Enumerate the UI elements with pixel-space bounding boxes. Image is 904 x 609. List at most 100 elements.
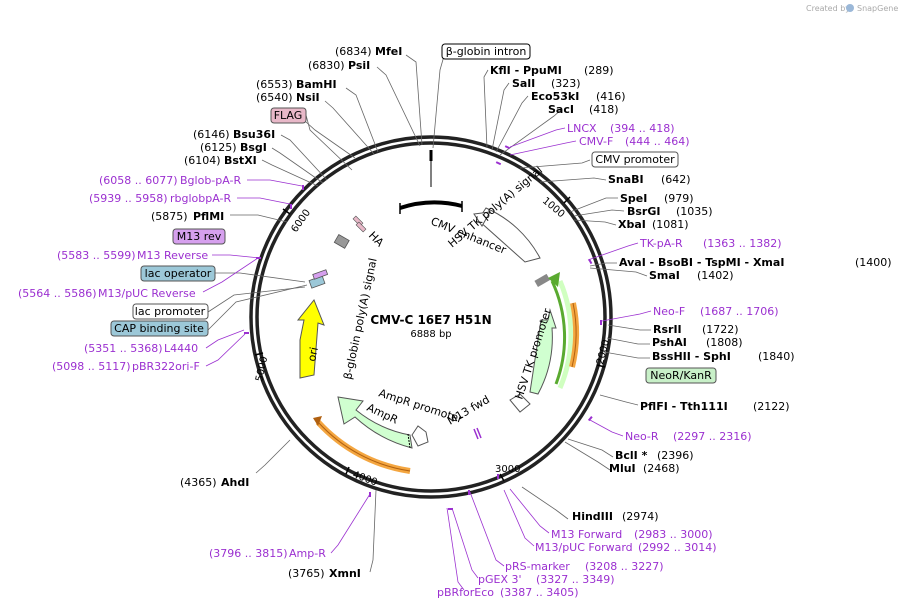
svg-text:lac operator: lac operator <box>145 267 212 280</box>
svg-text:(6553): (6553) <box>256 78 293 91</box>
svg-text:(444 .. 464): (444 .. 464) <box>625 135 690 148</box>
svg-text:NsiI: NsiI <box>296 91 320 104</box>
svg-text:pGEX 3': pGEX 3' <box>478 573 522 586</box>
feature-box-m13-rev: M13 rev <box>172 228 226 245</box>
tick-5000: 5000 <box>254 352 270 383</box>
svg-text:(3765): (3765) <box>288 567 325 580</box>
svg-text:MluI: MluI <box>609 462 636 475</box>
svg-text:M13/pUC Reverse: M13/pUC Reverse <box>98 287 196 300</box>
primer-leader-lines <box>202 127 652 591</box>
svg-text:XbaI: XbaI <box>618 218 646 231</box>
svg-text:BsrGI: BsrGI <box>627 205 660 218</box>
ha-label: HA <box>366 229 387 250</box>
backbone-inner <box>255 141 607 493</box>
svg-text:Eco53kI: Eco53kI <box>531 90 579 103</box>
svg-text:M13/pUC Forward: M13/pUC Forward <box>535 541 633 554</box>
ampr-promoter-arrow <box>411 425 429 447</box>
feature-box-cmv-promoter: CMV promoter <box>591 151 679 168</box>
svg-text:(4365): (4365) <box>180 476 217 489</box>
feature-box-lac-operator: lac operator <box>140 265 216 282</box>
ori-arrow <box>296 299 325 379</box>
svg-text:(1840): (1840) <box>758 350 795 363</box>
svg-text:RsrII: RsrII <box>653 323 682 336</box>
svg-text:(6830): (6830) <box>308 59 345 72</box>
svg-text:(5098 .. 5117): (5098 .. 5117) <box>52 360 131 373</box>
ori-label: ori <box>305 346 321 363</box>
orange-arc-bottom <box>315 419 411 474</box>
feature-box-cap-binding-site: CAP binding site <box>110 320 209 337</box>
restriction-sites: (6834) MfeI (6830) PsiI (6553) BamHI (65… <box>151 45 892 580</box>
svg-text:(6125): (6125) <box>200 141 237 154</box>
svg-text:BstXI: BstXI <box>224 154 257 167</box>
svg-text:(5583 .. 5599): (5583 .. 5599) <box>57 249 136 262</box>
svg-text:AhdI: AhdI <box>221 476 249 489</box>
svg-text:(416): (416) <box>596 90 626 103</box>
svg-text:(2122): (2122) <box>753 400 790 413</box>
svg-text:Neo-R: Neo-R <box>625 430 659 443</box>
svg-text:SnaBI: SnaBI <box>608 173 644 186</box>
feature-box-beta-globin-intron: β-globin intron <box>441 43 531 60</box>
svg-text:(6058 .. 6077): (6058 .. 6077) <box>99 174 178 187</box>
plasmid-name: CMV-C 16E7 H51N <box>370 313 491 327</box>
hsv-tk-polya-box <box>534 273 551 287</box>
svg-text:1000: 1000 <box>540 195 567 220</box>
svg-text:HindIII: HindIII <box>572 510 613 523</box>
feature-box-flag: FLAG <box>270 107 307 124</box>
beta-globin-polya-box <box>333 233 350 249</box>
svg-text:(1363 .. 1382): (1363 .. 1382) <box>703 237 782 250</box>
svg-text:SpeI: SpeI <box>620 192 647 205</box>
svg-text:FLAG: FLAG <box>274 109 303 122</box>
svg-text:M13 Forward: M13 Forward <box>551 528 622 541</box>
svg-text:pBR322ori-F: pBR322ori-F <box>132 360 200 373</box>
primer-marks <box>244 145 602 510</box>
svg-text:(1722): (1722) <box>702 323 739 336</box>
svg-text:PflFI - Tth111I: PflFI - Tth111I <box>640 400 728 413</box>
svg-text:(2983 .. 3000): (2983 .. 3000) <box>634 528 713 541</box>
svg-text:(2297 .. 2316): (2297 .. 2316) <box>673 430 752 443</box>
tick-3000: 3000 <box>495 464 520 482</box>
svg-text:(6146): (6146) <box>193 128 230 141</box>
feature-box-lac-promoter: lac promoter <box>132 303 209 320</box>
feature-box-neor-kanr: NeoR/KanR <box>645 367 717 384</box>
svg-text:L4440: L4440 <box>164 342 198 355</box>
svg-text:Bglob-pA-R: Bglob-pA-R <box>180 174 242 187</box>
svg-text:2000: 2000 <box>595 338 612 365</box>
svg-text:pRS-marker: pRS-marker <box>505 560 570 573</box>
svg-text:Neo-F: Neo-F <box>653 305 685 318</box>
svg-text:(3208 .. 3227): (3208 .. 3227) <box>585 560 664 573</box>
svg-text:(642): (642) <box>661 173 691 186</box>
svg-text:M13 Reverse: M13 Reverse <box>137 249 208 262</box>
svg-text:(1035): (1035) <box>676 205 713 218</box>
svg-text:5000: 5000 <box>254 355 270 382</box>
svg-text:(323): (323) <box>551 77 581 90</box>
svg-text:(1687 .. 1706): (1687 .. 1706) <box>700 305 779 318</box>
svg-text:BssHII - SphI: BssHII - SphI <box>652 350 731 363</box>
svg-text:BsgI: BsgI <box>240 141 267 154</box>
svg-text:(289): (289) <box>584 64 614 77</box>
svg-text:M13 rev: M13 rev <box>177 230 222 243</box>
svg-text:PsiI: PsiI <box>348 59 370 72</box>
svg-text:(5351 .. 5368): (5351 .. 5368) <box>84 342 163 355</box>
svg-text:SmaI: SmaI <box>649 269 680 282</box>
backbone-outer <box>249 135 613 499</box>
svg-text:pBRforEco: pBRforEco <box>437 586 494 599</box>
primer-labels: LNCX (394 .. 418) CMV-F (444 .. 464) TK-… <box>18 122 782 599</box>
svg-text:BclI *: BclI * <box>615 449 648 462</box>
credit-brand: SnapGene <box>857 4 898 13</box>
svg-text:β-globin intron: β-globin intron <box>446 45 527 58</box>
svg-text:SacI: SacI <box>548 103 574 116</box>
leader-lines <box>207 54 651 573</box>
svg-text:(6104): (6104) <box>184 154 221 167</box>
svg-text:rbglobpA-R: rbglobpA-R <box>170 192 231 205</box>
svg-text:(2468): (2468) <box>643 462 680 475</box>
svg-text:3000: 3000 <box>495 464 520 475</box>
svg-text:(3796 .. 3815): (3796 .. 3815) <box>209 547 288 560</box>
m13-fwd-arrow <box>509 393 531 413</box>
svg-text:SalI: SalI <box>512 77 535 90</box>
plasmid-size: 6888 bp <box>410 329 451 340</box>
cmv-enhancer-arrow <box>477 207 541 263</box>
svg-text:LNCX: LNCX <box>567 122 597 135</box>
svg-text:lac promoter: lac promoter <box>135 305 206 318</box>
svg-text:(3327 .. 3349): (3327 .. 3349) <box>536 573 615 586</box>
